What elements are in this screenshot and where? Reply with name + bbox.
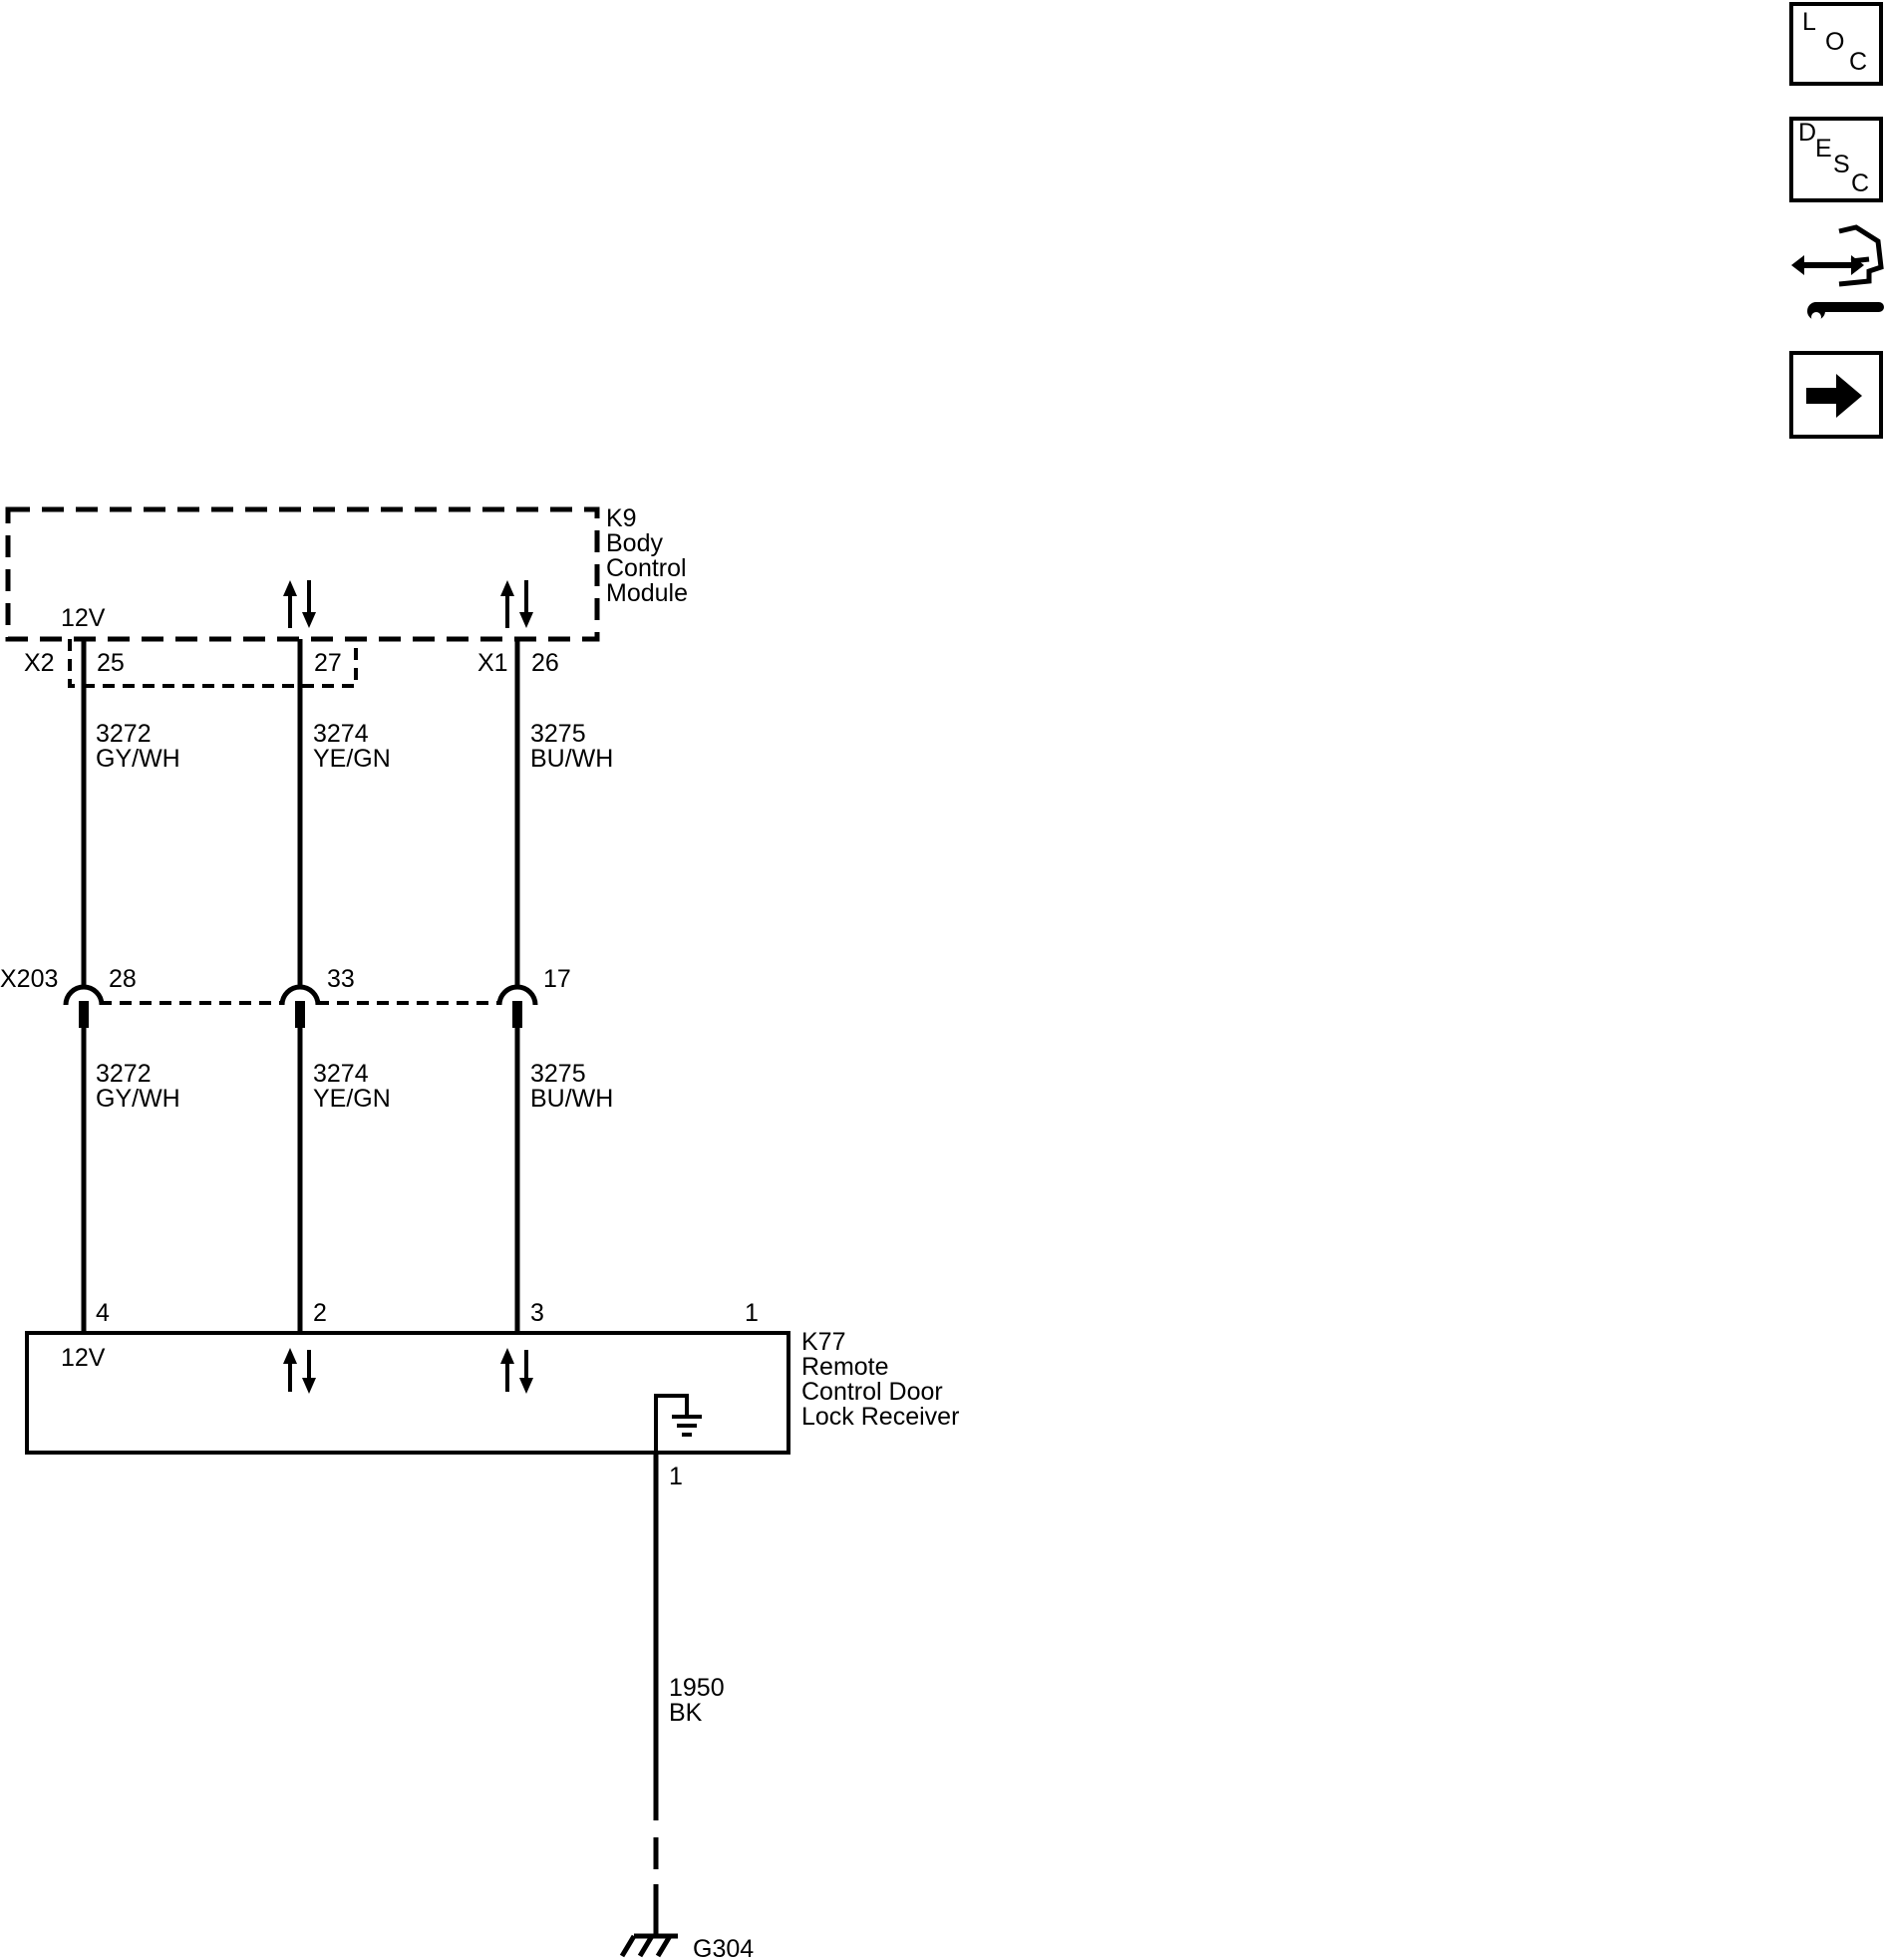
- loc-letter-o: O: [1825, 28, 1844, 56]
- desc-letter-c: C: [1851, 169, 1869, 197]
- k77-label-line-3: Control Door: [801, 1378, 943, 1406]
- desc-letter-s: S: [1833, 151, 1850, 178]
- k9-bidirectional-arrow-2: [500, 580, 533, 628]
- desc-button[interactable]: D E S C: [1789, 117, 1883, 202]
- loc-letter-c: C: [1849, 48, 1867, 76]
- chassis-ground-g304: G304: [619, 1916, 754, 1960]
- x203-pin-28: 28: [109, 965, 137, 993]
- next-arrow-button[interactable]: [1789, 351, 1883, 439]
- k77-pin-3: 3: [530, 1299, 544, 1327]
- k77-12v-label: 12V: [61, 1344, 106, 1372]
- arrow-right-icon: [1806, 374, 1862, 418]
- k9-bidirectional-arrow-1: [283, 580, 316, 628]
- x203-connector: X203 28 33 17: [0, 965, 571, 1028]
- k77-bidirectional-arrow-1: [283, 1348, 316, 1394]
- wire-3272-lower-color: GY/WH: [96, 1085, 180, 1113]
- k77-pin-1: 1: [745, 1299, 759, 1327]
- wire-3272-color: GY/WH: [96, 745, 180, 773]
- desc-letter-d: D: [1798, 119, 1816, 147]
- wire-3275-lower-color: BU/WH: [530, 1085, 613, 1113]
- wire-3272-upper[interactable]: 3272 GY/WH: [81, 639, 180, 987]
- wire-1950[interactable]: 1950 BK: [653, 1453, 725, 1916]
- x1-connector: X1 26: [477, 649, 559, 677]
- x1-pin-26: 26: [531, 649, 559, 677]
- k77-ground-pin: 1: [669, 1463, 683, 1490]
- x203-pin-33: 33: [327, 965, 355, 993]
- loc-letter-l: L: [1802, 8, 1816, 36]
- internal-ground-icon: [654, 1394, 702, 1453]
- wire-3274-upper[interactable]: 3274 YE/GN: [297, 639, 391, 987]
- x2-connector: X2 25 27: [24, 639, 358, 688]
- wire-3275-color: BU/WH: [530, 745, 613, 773]
- wire-3274-lower-circuit: 3274: [313, 1060, 369, 1088]
- k77-remote-control-door-lock-receiver: 4 2 3 1 K77 Remote Control Door Lock Rec…: [25, 1299, 959, 1490]
- x1-name: X1: [477, 649, 508, 677]
- x2-pin-25: 25: [97, 649, 125, 677]
- k9-label-line-1: K9: [606, 504, 637, 532]
- k77-label-line-2: Remote: [801, 1353, 889, 1381]
- k9-label-line-2: Body: [606, 529, 663, 557]
- wire-1950-circuit: 1950: [669, 1674, 725, 1702]
- wire-3275-lower[interactable]: 3275 BU/WH: [514, 1027, 613, 1333]
- wire-3275-lower-circuit: 3275: [530, 1060, 586, 1088]
- loc-button[interactable]: L O C: [1789, 2, 1883, 86]
- wire-3274-lower-color: YE/GN: [313, 1085, 391, 1113]
- wire-1950-color: BK: [669, 1699, 703, 1727]
- chassis-ground-icon: [619, 1916, 678, 1958]
- x203-name: X203: [0, 965, 58, 993]
- wire-3274-color: YE/GN: [313, 745, 391, 773]
- k77-label-line-1: K77: [801, 1328, 845, 1356]
- ground-name: G304: [693, 1935, 754, 1960]
- k77-bidirectional-arrow-2: [500, 1348, 533, 1394]
- x2-name: X2: [24, 649, 55, 677]
- k77-pin-2: 2: [313, 1299, 327, 1327]
- wire-3272-lower-circuit: 3272: [96, 1060, 152, 1088]
- wire-3275-circuit: 3275: [530, 720, 586, 748]
- wire-3272-circuit: 3272: [96, 720, 152, 748]
- k9-label-line-3: Control: [606, 554, 687, 582]
- wire-3272-lower[interactable]: 3272 GY/WH: [81, 1027, 180, 1333]
- k77-pin-4: 4: [96, 1299, 110, 1327]
- wire-3274-lower[interactable]: 3274 YE/GN: [297, 1027, 391, 1333]
- k9-label-line-4: Module: [606, 579, 688, 607]
- k77-label-line-4: Lock Receiver: [801, 1403, 959, 1431]
- connector-repair-icon[interactable]: [1791, 224, 1884, 322]
- k9-12v-label: 12V: [61, 604, 106, 632]
- x203-pin-17: 17: [543, 965, 571, 993]
- desc-letter-e: E: [1815, 135, 1832, 163]
- wire-3275-upper[interactable]: 3275 BU/WH: [514, 639, 613, 987]
- wire-3274-circuit: 3274: [313, 720, 369, 748]
- x2-pin-27: 27: [314, 649, 342, 677]
- k9-body-control-module: K9 Body Control Module 12V: [5, 504, 688, 642]
